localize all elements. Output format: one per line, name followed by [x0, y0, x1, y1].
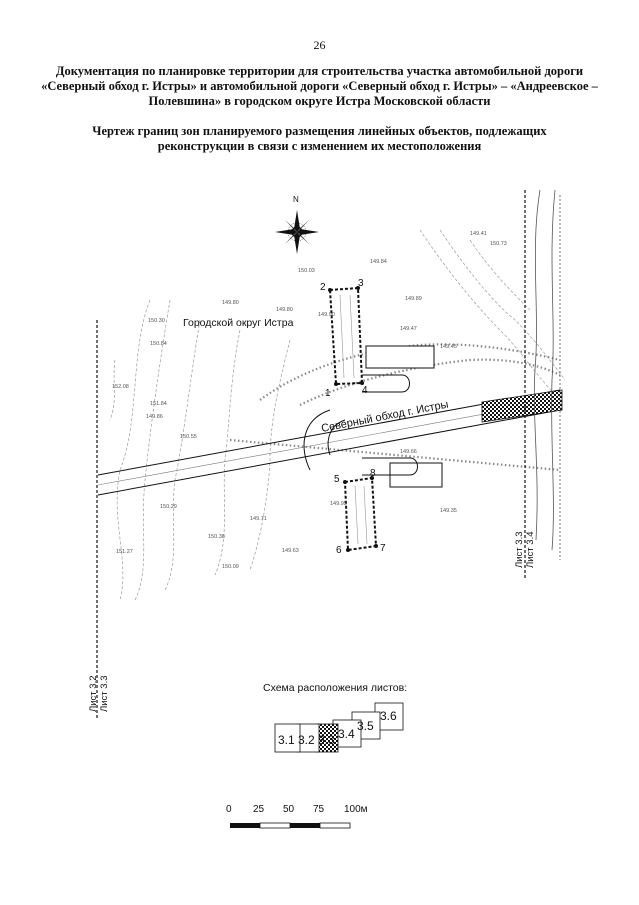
drawing-subtitle: Чертеж границ зон планируемого размещени…: [92, 124, 547, 153]
elevation-label: 149.35: [440, 508, 457, 514]
elevation-label: 150.09: [222, 564, 239, 570]
bridge: [481, 389, 563, 423]
elevation-label: 150.29: [160, 504, 177, 510]
document-title: Документация по планировке территории дл…: [41, 64, 598, 108]
elevation-label: 150.55: [180, 434, 197, 440]
scale-label-0: 0: [226, 804, 232, 815]
sheet-scheme: [274, 702, 404, 753]
boundary-points: [328, 286, 378, 552]
elevation-label: 149.66: [400, 449, 417, 455]
zone-inner-lines: [339, 294, 368, 545]
elevation-label: 149.89: [405, 296, 422, 302]
road-label: Северный обход г. Истры: [320, 398, 449, 434]
elevation-label: 152.08: [112, 384, 129, 390]
point-label-8: 8: [370, 468, 376, 479]
utility-lines: [229, 343, 561, 472]
contour-lines: [109, 229, 566, 601]
zone-north: [328, 286, 364, 386]
point-label-2: 2: [320, 282, 326, 293]
sheet-label-right-1: Лист 3.3: [514, 532, 525, 569]
scheme-sheet-3-1: 3.1: [278, 733, 295, 747]
elevation-label: 149.71: [250, 516, 267, 522]
scheme-sheet-3-4: 3.4: [338, 727, 355, 741]
point-label-5: 5: [334, 474, 340, 485]
scheme-sheet-3-3: 3.3: [318, 733, 335, 747]
sheet-label-left-2: Лист 3.3: [99, 676, 110, 713]
elevation-label: 149.80: [222, 300, 239, 306]
zone-south: [343, 476, 378, 552]
sheet-label-right-2: Лист 3.4: [525, 532, 536, 569]
district-label: Городской округ Истра: [183, 317, 294, 329]
elevation-label: 149.86: [146, 414, 163, 420]
scale-bar: [230, 822, 351, 829]
elevation-label: 151.84: [150, 401, 167, 407]
elevation-label: 150.30: [148, 318, 165, 324]
scheme-sheet-3-2: 3.2: [298, 733, 315, 747]
point-label-7: 7: [380, 543, 386, 554]
elevation-label: 149.95: [330, 501, 347, 507]
scale-label-25: 25: [253, 804, 265, 815]
elevation-label: 150.73: [490, 241, 507, 247]
compass-rose-icon: [275, 210, 319, 254]
elevation-label: 150.03: [298, 268, 315, 274]
river-bank: [533, 189, 561, 560]
elevation-label: 149.41: [470, 231, 487, 237]
page-number: 26: [313, 38, 326, 52]
scheme-title: Схема расположения листов:: [263, 682, 407, 694]
scheme-sheet-3-5: 3.5: [357, 719, 374, 733]
elevation-label: 149.84: [370, 259, 387, 265]
scale-label-75: 75: [313, 804, 325, 815]
point-label-1: 1: [325, 388, 331, 399]
elevation-label: 149.45: [440, 344, 457, 350]
point-label-6: 6: [336, 545, 342, 556]
scale-label-100: 100м: [344, 804, 368, 815]
elevation-label: 150.84: [150, 341, 167, 347]
elevation-label: 150.38: [208, 534, 225, 540]
point-label-3: 3: [358, 278, 364, 289]
point-label-4: 4: [362, 385, 368, 396]
scheme-sheet-3-6: 3.6: [380, 709, 397, 723]
north-label: N: [293, 195, 299, 204]
elevation-label: 149.47: [400, 326, 417, 332]
elevation-label: 149.63: [282, 548, 299, 554]
elevation-label: 149.80: [276, 307, 293, 313]
elevation-label: 151.27: [116, 549, 133, 555]
sheet-label-left-1: Лист 3.2: [88, 676, 99, 713]
buildings: [362, 345, 443, 488]
elevation-label: 149.90: [318, 312, 335, 318]
scale-label-50: 50: [283, 804, 295, 815]
